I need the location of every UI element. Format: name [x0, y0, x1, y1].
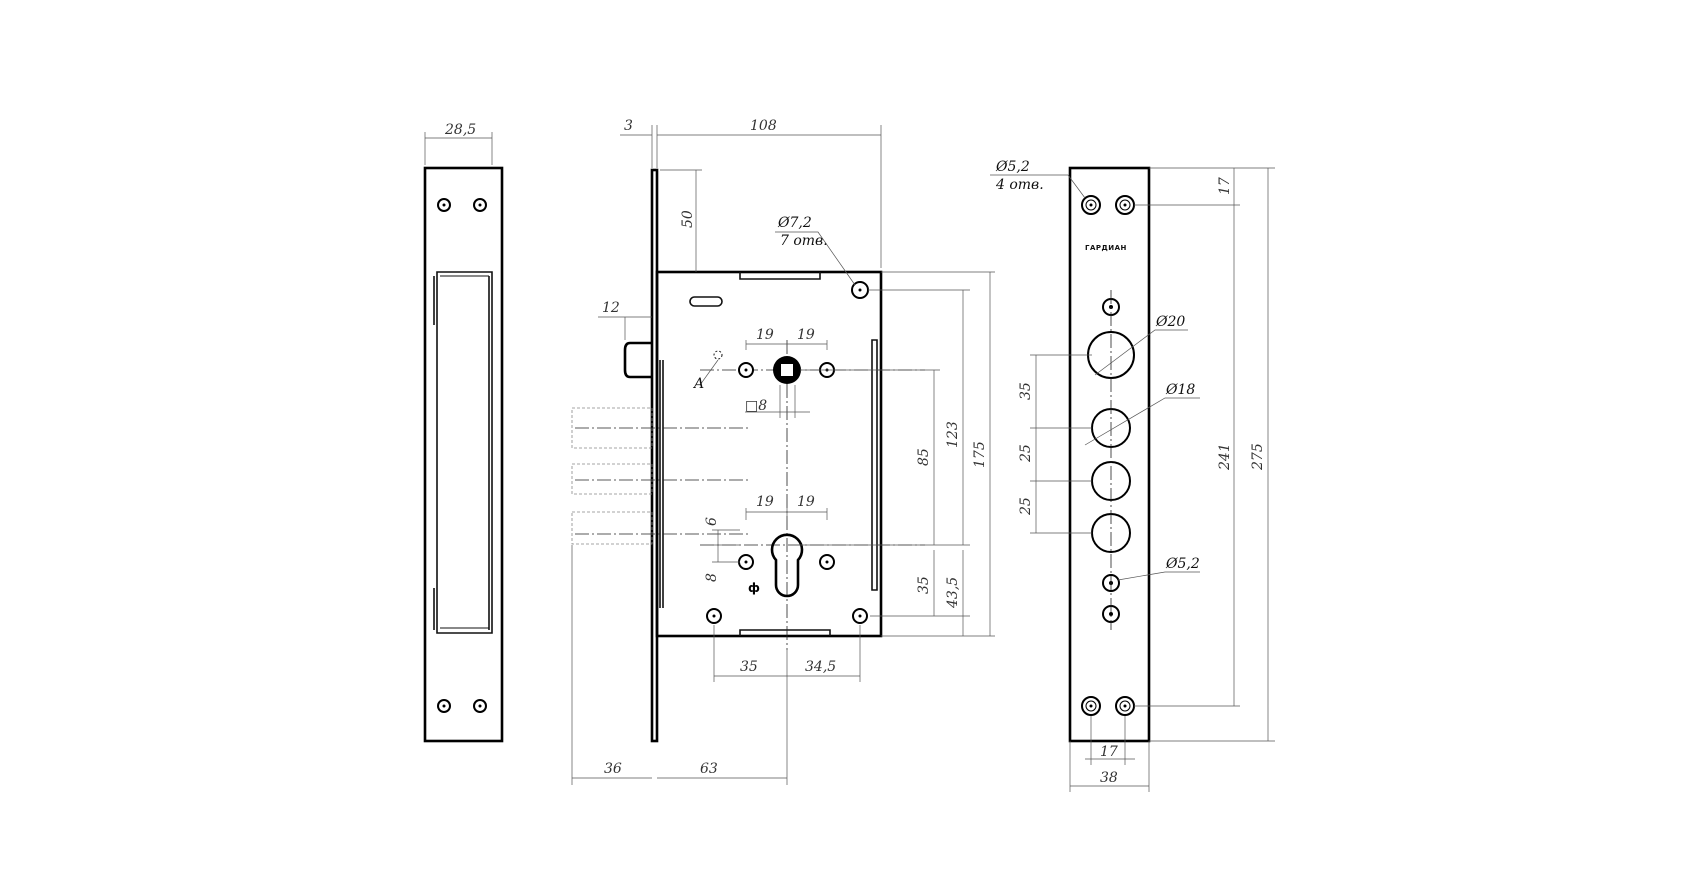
lock-body-view: ф 3 108 50 12 19 19 □8 19 19 6 8 85 35 1… — [571, 118, 995, 785]
label-hole-d20: Ø20 — [1155, 314, 1185, 330]
dim-height-175: 175 — [972, 441, 988, 468]
svg-text:ф: ф — [748, 581, 760, 595]
label-hole-d52-small: Ø5,2 — [1165, 556, 1200, 572]
dim-height-123: 123 — [945, 421, 961, 448]
dim-height-435: 43,5 — [945, 577, 961, 609]
dim-strike-width: 28,5 — [444, 122, 476, 138]
strike-plate-pocket — [433, 271, 493, 634]
slot — [689, 296, 723, 307]
strike-plate-outline — [423, 166, 504, 743]
dim-height-35: 35 — [916, 576, 932, 594]
euro-cylinder-cutout — [770, 533, 804, 598]
dim-strip-17-bottom: 17 — [1100, 744, 1118, 760]
brand-mark: ГАРДИАН — [1085, 244, 1127, 252]
dim-latch-projection: 12 — [602, 300, 620, 316]
dim-strip-275: 275 — [1250, 443, 1266, 471]
dim-height-85: 85 — [916, 448, 932, 466]
dim-spindle-right: 19 — [797, 327, 815, 343]
dim-offset-8: 8 — [704, 573, 720, 582]
dim-strip-25b: 25 — [1018, 497, 1034, 516]
dim-strip-35: 35 — [1018, 382, 1034, 400]
label-hole-d18: Ø18 — [1165, 382, 1195, 398]
spindle-square-hole — [781, 364, 793, 376]
dim-spindle-left: 19 — [756, 327, 774, 343]
label-hole-d72: Ø7,2 — [777, 215, 812, 231]
dim-bottom-345: 34,5 — [805, 659, 836, 675]
dim-offset-6: 6 — [704, 517, 720, 526]
lock-body-holes — [706, 281, 869, 624]
dim-bolt-throw: 36 — [604, 761, 622, 777]
strike-plate-holes — [437, 198, 487, 713]
front-strip-small-holes — [1081, 195, 1135, 716]
dim-strip-17-top: 17 — [1217, 177, 1233, 195]
dim-strip-25a: 25 — [1018, 444, 1034, 463]
label-hole-d52-count: 4 отв. — [995, 177, 1044, 193]
front-strip-outline — [1068, 166, 1151, 743]
dim-cylinder-right: 19 — [797, 494, 815, 510]
label-square-8: □8 — [745, 398, 767, 414]
label-mark-a: A — [692, 376, 704, 392]
dim-strip-241: 241 — [1217, 443, 1233, 471]
label-hole-d72-count: 7 отв. — [780, 233, 828, 249]
dim-top-offset: 50 — [680, 210, 696, 228]
front-strip-view: ГАРДИАН Ø5,2 4 отв. Ø20 Ø18 Ø5,2 — [990, 159, 1275, 792]
dim-bottom-35: 35 — [740, 659, 758, 675]
lock-case — [655, 270, 883, 638]
dim-strip-38: 38 — [1100, 770, 1118, 786]
dim-faceplate-thickness: 3 — [624, 118, 633, 134]
dim-cylinder-left: 19 — [756, 494, 774, 510]
latch-bolt — [623, 341, 652, 379]
label-hole-d52: Ø5,2 — [995, 159, 1030, 175]
strike-plate-view: 28,5 — [423, 122, 504, 743]
dim-body-width: 108 — [750, 118, 777, 134]
ghost-dead-bolts — [571, 407, 750, 545]
dim-backset: 63 — [700, 761, 718, 777]
